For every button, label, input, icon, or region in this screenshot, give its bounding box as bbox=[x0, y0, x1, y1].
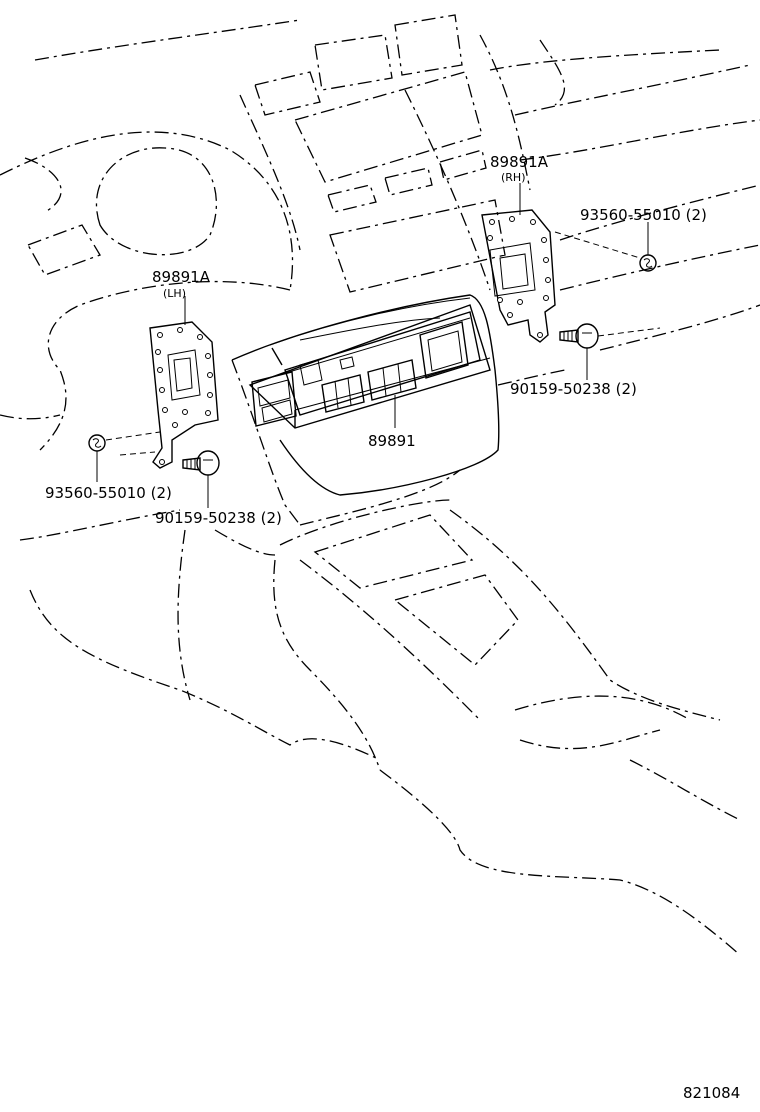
leader-lines bbox=[96, 183, 661, 508]
label-screw-lh: 90159-50238 (2) bbox=[155, 509, 282, 527]
bracket-rh bbox=[481, 209, 556, 343]
label-89891: 89891 bbox=[368, 432, 416, 450]
label-bracket-rh-side: (RH) bbox=[501, 171, 526, 184]
label-bracket-lh-part: 89891A bbox=[152, 268, 211, 286]
label-bracket-lh-side: (LH) bbox=[163, 287, 186, 300]
lower-console bbox=[279, 499, 519, 666]
screw-rh bbox=[559, 323, 599, 349]
label-nut-lh: 93560-55010 (2) bbox=[45, 484, 172, 502]
dashboard-outline bbox=[0, 19, 760, 956]
label-nut-rh: 93560-55010 (2) bbox=[580, 206, 707, 224]
center-cluster-housing bbox=[231, 294, 500, 526]
control-unit-89891 bbox=[248, 304, 491, 429]
part-labels: 89891 89891A (LH) 89891A (RH) 93560-5501… bbox=[45, 153, 740, 1102]
nut-lh bbox=[88, 434, 106, 452]
bracket-lh bbox=[149, 321, 219, 469]
screw-lh bbox=[182, 450, 220, 476]
figure-number: 821084 bbox=[683, 1084, 740, 1102]
console-panels bbox=[27, 14, 506, 293]
label-bracket-rh-part: 89891A bbox=[490, 153, 549, 171]
label-screw-rh: 90159-50238 (2) bbox=[510, 380, 637, 398]
